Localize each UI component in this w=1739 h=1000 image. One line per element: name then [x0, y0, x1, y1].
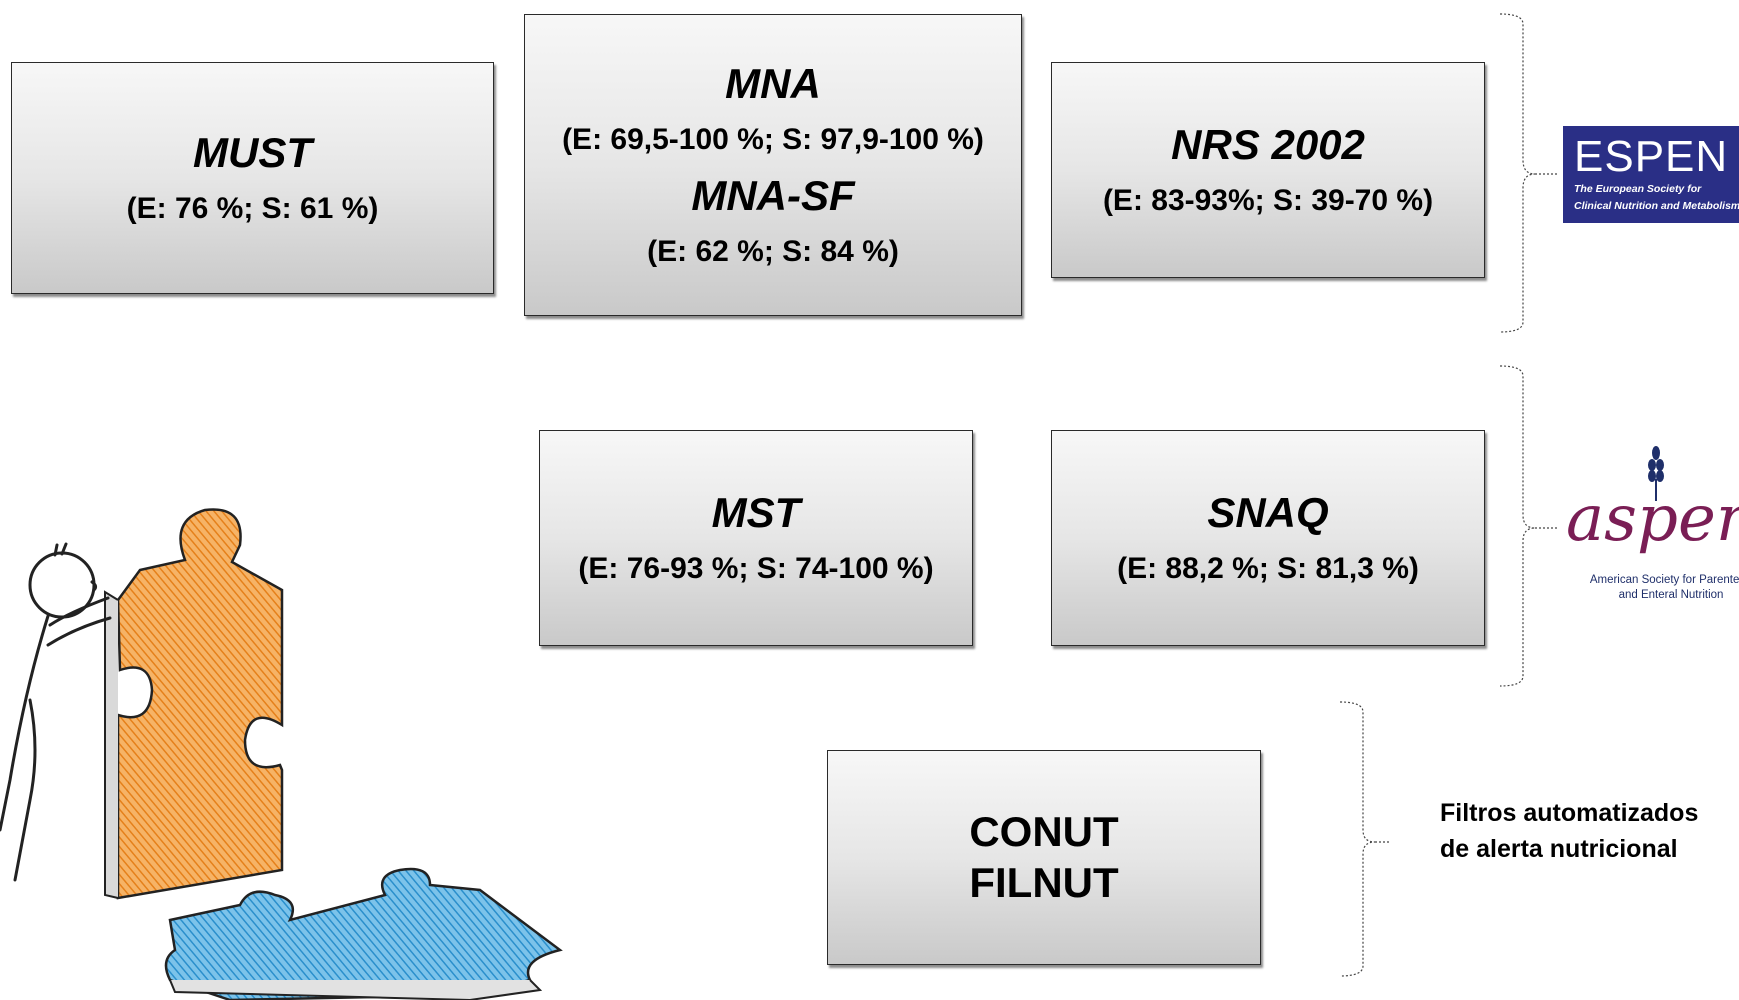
mna-box: MNA (E: 69,5-100 %; S: 97,9-100 %) MNA-S…	[524, 14, 1022, 316]
conut-filnut-box: CONUT FILNUT	[827, 750, 1261, 965]
stick-figure	[0, 542, 112, 882]
mna-stats: (E: 69,5-100 %; S: 97,9-100 %)	[562, 123, 984, 156]
blue-puzzle-piece	[164, 867, 563, 1000]
espen-logo-subtitle-2: Clinical Nutrition and Metabolism	[1574, 199, 1739, 212]
must-stats: (E: 76 %; S: 61 %)	[126, 192, 379, 226]
conut-label: CONUT	[969, 808, 1119, 856]
aspen-logo: aspen American Society for Parenteral an…	[1560, 445, 1739, 605]
puzzle-illustration	[0, 508, 563, 1000]
espen-logo-subtitle-1: The European Society for	[1574, 183, 1702, 195]
aspen-bracket	[1499, 365, 1536, 687]
filtros-bracket	[1339, 701, 1376, 977]
aspen-logo-title: aspen	[1566, 482, 1739, 556]
mna-sf-name: MNA-SF	[691, 172, 855, 219]
orange-puzzle-piece	[104, 508, 284, 900]
nrs-box: NRS 2002 (E: 83-93%; S: 39-70 %)	[1051, 62, 1485, 278]
espen-logo-title: ESPEN	[1574, 132, 1729, 181]
must-box: MUST (E: 76 %; S: 61 %)	[11, 62, 494, 294]
aspen-logo-subtitle: American Society for Parenteral and Ente…	[1566, 573, 1739, 603]
snaq-name: SNAQ	[1207, 488, 1329, 536]
mst-name: MST	[711, 488, 801, 536]
filnut-label: FILNUT	[969, 858, 1119, 906]
nrs-stats: (E: 83-93%; S: 39-70 %)	[1102, 184, 1434, 218]
snaq-box: SNAQ (E: 88,2 %; S: 81,3 %)	[1051, 430, 1485, 646]
espen-logo: ESPEN The European Society for Clinical …	[1563, 126, 1739, 223]
nrs-name: NRS 2002	[1171, 120, 1365, 168]
aspen-logo-subtitle-2: and Enteral Nutrition	[1618, 588, 1724, 601]
mna-name: MNA	[725, 59, 821, 107]
aspen-logo-subtitle-1: American Society for Parenteral	[1589, 574, 1739, 586]
mna-sf-stats: (E: 62 %; S: 84 %)	[647, 235, 899, 269]
mst-stats: (E: 76-93 %; S: 74-100 %)	[578, 552, 934, 586]
espen-bracket	[1499, 13, 1536, 333]
snaq-stats: (E: 88,2 %; S: 81,3 %)	[1117, 552, 1419, 586]
wheat-icon	[1648, 446, 1664, 501]
must-name: MUST	[193, 128, 312, 176]
mst-box: MST (E: 76-93 %; S: 74-100 %)	[539, 430, 973, 646]
filtros-label: Filtros automatizados de alerta nutricio…	[1440, 799, 1699, 863]
